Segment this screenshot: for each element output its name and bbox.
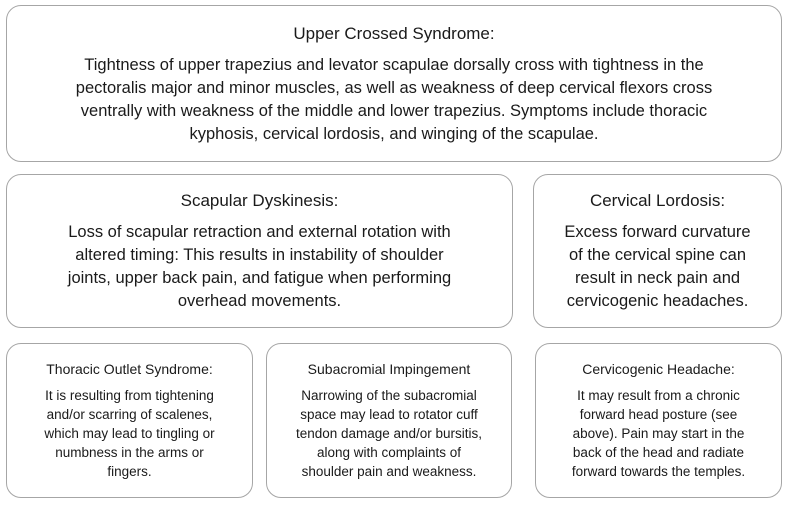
box-body-subacromial-impingement: Narrowing of the subacromial space may l… <box>295 388 483 479</box>
box-upper-crossed-syndrome: Upper Crossed Syndrome: Tightness of upp… <box>6 5 782 162</box>
box-title-cervicogenic-headache: Cervicogenic Headache: <box>582 361 735 377</box>
box-title-cervical-lordosis: Cervical Lordosis: <box>589 191 726 210</box>
box-body-cervicogenic-headache: It may result from a chronic forward hea… <box>571 388 746 479</box>
box-cervicogenic-headache: Cervicogenic Headache: It may result fro… <box>535 343 782 498</box>
box-title-thoracic-outlet-syndrome: Thoracic Outlet Syndrome: <box>46 361 213 377</box>
box-title-scapular-dyskinesis: Scapular Dyskinesis: <box>180 191 339 210</box>
box-title-subacromial-impingement: Subacromial Impingement <box>307 361 471 377</box>
box-body-cervical-lordosis: Excess forward curvature of the cervical… <box>564 223 751 310</box>
box-subacromial-impingement: Subacromial Impingement Narrowing of the… <box>266 343 512 498</box>
box-body-scapular-dyskinesis: Loss of scapular retraction and external… <box>67 223 452 310</box>
box-scapular-dyskinesis: Scapular Dyskinesis: Loss of scapular re… <box>6 174 513 328</box>
box-cervical-lordosis: Cervical Lordosis: Excess forward curvat… <box>533 174 782 328</box>
box-body-upper-crossed-syndrome: Tightness of upper trapezius and levator… <box>75 55 713 143</box>
box-thoracic-outlet-syndrome: Thoracic Outlet Syndrome: It is resultin… <box>6 343 253 498</box>
box-body-thoracic-outlet-syndrome: It is resulting from tightening and/or s… <box>44 388 215 479</box>
box-title-upper-crossed-syndrome: Upper Crossed Syndrome: <box>293 23 495 43</box>
